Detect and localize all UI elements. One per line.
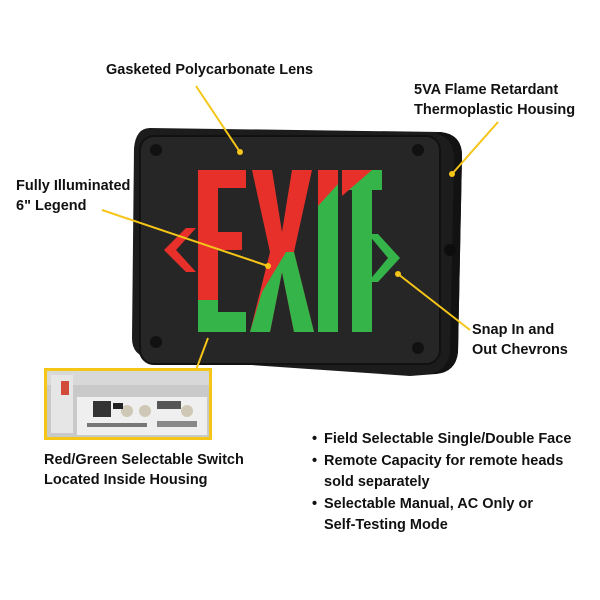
feature-text: Selectable Manual, AC Only or Self-Testi… — [324, 496, 533, 533]
callout-dot-housing — [449, 171, 455, 177]
callout-chevrons: Snap In and Out Chevrons — [472, 320, 568, 360]
bullet-icon: • — [312, 431, 318, 447]
callout-line-lens — [195, 85, 241, 153]
callout-legend-line1: Fully Illuminated — [16, 178, 131, 194]
callout-legend: Fully Illuminated 6" Legend — [16, 176, 130, 216]
callout-switch-line2: Located Inside Housing — [44, 472, 208, 488]
circuit-board-image — [47, 371, 209, 437]
feature-item: • Remote Capacity for remote heads sold … — [312, 451, 599, 493]
feature-item: • Selectable Manual, AC Only or Self-Tes… — [312, 494, 599, 536]
callout-lens-text: Gasketed Polycarbonate Lens — [106, 62, 314, 78]
callout-switch: Red/Green Selectable Switch Located Insi… — [44, 450, 244, 490]
corner-screw — [150, 336, 162, 348]
feature-list: • Field Selectable Single/Double Face • … — [312, 429, 599, 537]
corner-screw — [150, 144, 162, 156]
callout-line-housing — [451, 121, 499, 175]
legend-letter-t — [342, 170, 382, 332]
legend-letter-x — [250, 170, 314, 332]
callout-dot-lens — [237, 149, 243, 155]
bullet-icon: • — [312, 453, 318, 469]
feature-text: Remote Capacity for remote heads sold se… — [324, 453, 564, 490]
legend-letter-i — [318, 170, 338, 332]
callout-line-switch — [195, 337, 209, 371]
feature-text: Field Selectable Single/Double Face — [324, 431, 572, 447]
callout-line-chevrons — [397, 273, 471, 331]
right-chevron — [368, 234, 400, 282]
callout-dot-chevrons — [395, 271, 401, 277]
callout-dot-legend — [265, 263, 271, 269]
callout-lens: Gasketed Polycarbonate Lens — [106, 60, 313, 80]
callout-housing-line2: Thermoplastic Housing — [414, 102, 576, 118]
callout-legend-line2: 6" Legend — [16, 198, 87, 214]
corner-screw — [412, 342, 424, 354]
callout-chevrons-line2: Out Chevrons — [472, 342, 568, 358]
corner-screw — [412, 144, 424, 156]
switch-inset-photo — [44, 368, 212, 440]
bullet-icon: • — [312, 496, 318, 512]
callout-line-legend — [101, 209, 269, 267]
legend-letter-e — [198, 170, 246, 332]
callout-housing: 5VA Flame Retardant Thermoplastic Housin… — [414, 80, 575, 120]
callout-housing-line1: 5VA Flame Retardant — [414, 82, 559, 98]
callout-switch-line1: Red/Green Selectable Switch — [44, 452, 244, 468]
side-knockout — [444, 244, 456, 256]
sign-housing-side — [430, 132, 462, 374]
feature-item: • Field Selectable Single/Double Face — [312, 429, 599, 450]
callout-chevrons-line1: Snap In and — [472, 322, 555, 338]
